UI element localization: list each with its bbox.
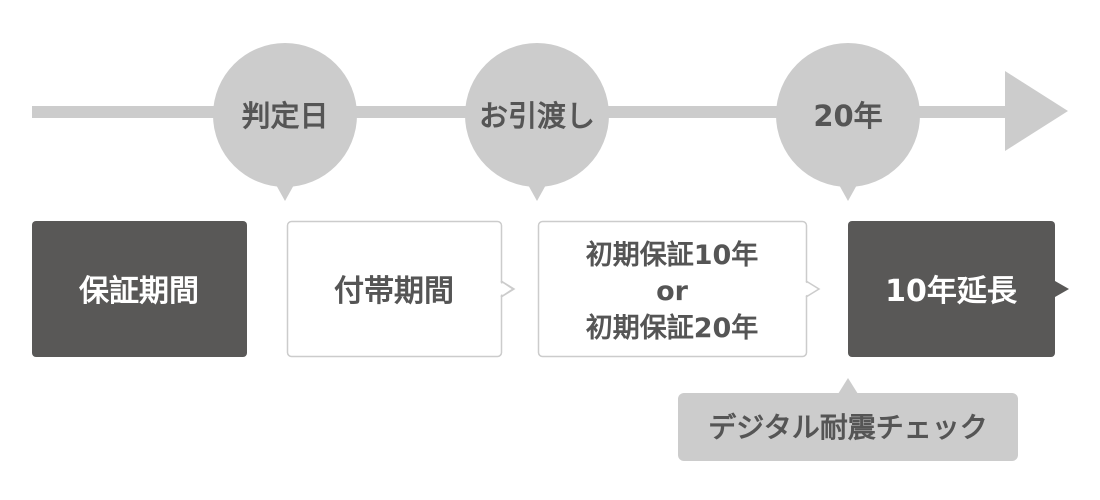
milestone-label: 20年: [813, 99, 882, 133]
box-10-year-extension: 10年延長: [848, 221, 1069, 357]
milestone-bubble: [213, 43, 357, 187]
box-chevron-fill: [805, 282, 817, 296]
milestone-label: お引渡し: [479, 99, 595, 133]
note-digital-seismic-check: デジタル耐震チェック: [678, 378, 1018, 461]
note-label: デジタル耐震チェック: [708, 411, 987, 444]
note-pointer: [838, 378, 858, 394]
box-label: 保証期間: [79, 274, 199, 309]
box-label-line-1: 初期保証10年: [586, 239, 759, 271]
box-initial-warranty: 初期保証10年 or 初期保証20年: [537, 220, 821, 358]
box-warranty-period: 保証期間: [32, 221, 247, 357]
milestone-bubble: [465, 43, 609, 187]
milestone-20-years: 20年: [776, 43, 920, 201]
box-chevron-right-icon: [805, 280, 821, 298]
box-label-line-2: or: [656, 276, 689, 307]
box-chevron-fill: [499, 282, 511, 296]
box-label: 付帯期間: [334, 274, 454, 309]
milestone-pointer: [275, 183, 295, 201]
milestone-pointer: [527, 183, 547, 201]
milestone-pointer: [838, 183, 858, 201]
timeline-arrowhead: [1005, 71, 1068, 151]
box-background: [32, 221, 247, 357]
box-incidental-period: 付帯期間: [286, 220, 516, 358]
box-chevron-outline: [500, 280, 515, 298]
milestone-judgement-date: 判定日: [213, 43, 357, 201]
milestone-handover: お引渡し: [465, 43, 609, 201]
box-arrow-right-icon: [1055, 281, 1069, 297]
box-label-line-3: 初期保証20年: [586, 312, 759, 344]
box-background: [848, 221, 1055, 357]
milestone-bubble: [776, 43, 920, 187]
note-background: [678, 393, 1018, 461]
milestone-label: 判定日: [241, 99, 328, 133]
box-label: 10年延長: [885, 274, 1018, 309]
